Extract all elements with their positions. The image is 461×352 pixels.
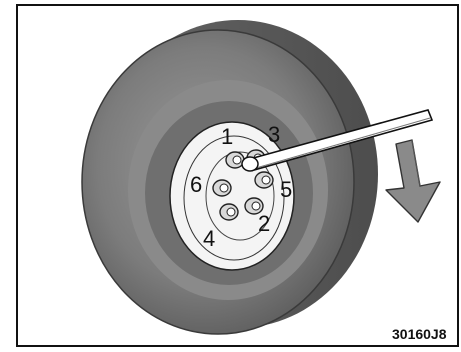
lug-nut-6 xyxy=(213,180,231,196)
lug-label-3: 3 xyxy=(268,122,280,147)
lug-nut-1 xyxy=(226,152,244,168)
figure-code: 30160J8 xyxy=(392,326,447,342)
lug-label-4: 4 xyxy=(203,226,215,251)
lug-nut-5 xyxy=(255,172,273,188)
lug-label-1: 1 xyxy=(221,124,233,149)
rotation-arrow-icon xyxy=(386,140,440,222)
lug-label-5: 5 xyxy=(280,177,292,202)
lug-nut-4 xyxy=(220,204,238,220)
lug-label-2: 2 xyxy=(258,211,270,236)
lug-label-6: 6 xyxy=(190,172,202,197)
